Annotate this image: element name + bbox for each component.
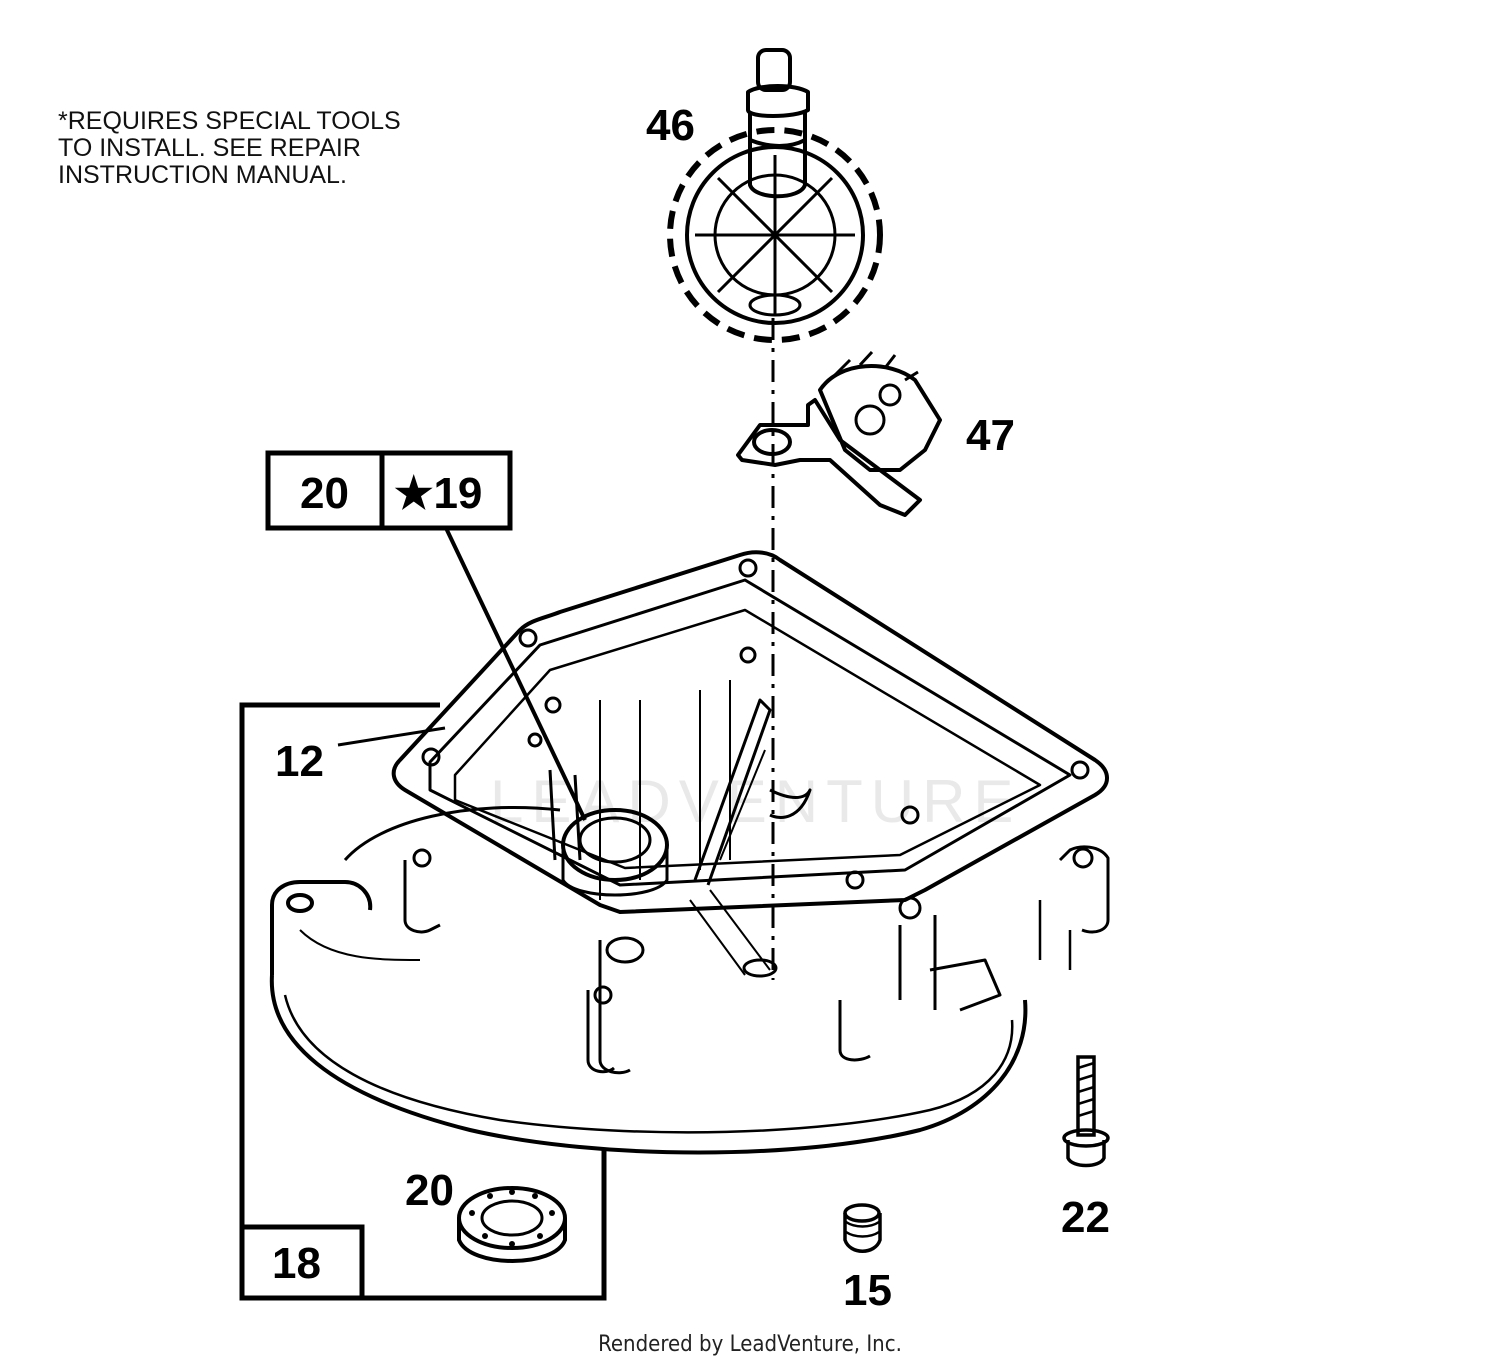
kit-box-18: 18 <box>239 702 607 1301</box>
governor-bracket[interactable] <box>736 350 942 517</box>
oil-seal[interactable] <box>457 1186 567 1263</box>
box-label-18: 18 <box>272 1239 321 1288</box>
callout-47: 47 <box>966 411 1015 460</box>
callout-22: 22 <box>1061 1193 1110 1242</box>
drain-plug[interactable] <box>843 1203 882 1253</box>
cover-bolt[interactable] <box>1062 1055 1110 1168</box>
callout-box-20-19: 20 ★19 <box>265 450 587 821</box>
crankcase-cover[interactable] <box>269 550 1110 1155</box>
box-label-19: ★19 <box>394 469 482 518</box>
render-credit: Rendered by LeadVenture, Inc. <box>598 1332 902 1357</box>
special-tools-note: *REQUIRES SPECIAL TOOLS TO INSTALL. SEE … <box>58 107 401 189</box>
callout-15: 15 <box>843 1266 892 1315</box>
callout-12: 12 <box>275 737 324 786</box>
box-label-20: 20 <box>300 469 349 518</box>
leader-12 <box>337 726 446 747</box>
callout-20: 20 <box>405 1166 454 1215</box>
callout-46: 46 <box>646 101 695 150</box>
governor-gear-shaft[interactable] <box>667 48 883 343</box>
